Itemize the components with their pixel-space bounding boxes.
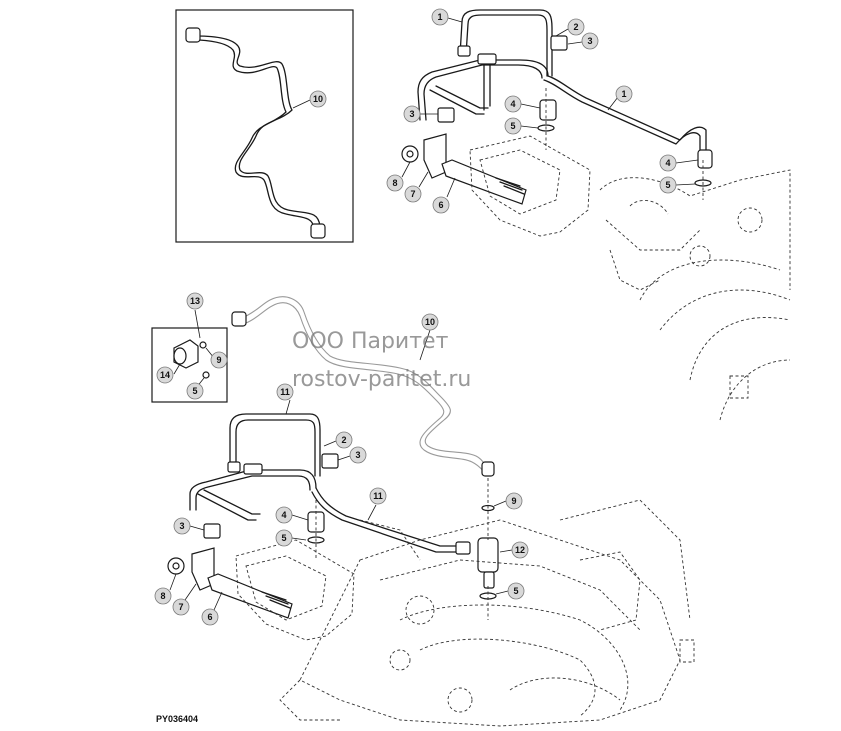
callout-5-top: 5	[504, 117, 522, 135]
callout-3-bottom-right: 3	[349, 446, 367, 464]
watermark-line-1: ООО Паритет	[292, 329, 449, 354]
callout-5-inset: 5	[186, 382, 204, 400]
svg-text:5: 5	[192, 386, 197, 396]
callout-12: 12	[511, 541, 529, 559]
inset-pipe-10	[175, 9, 354, 243]
callout-5-bottom: 5	[275, 529, 293, 547]
callout-8-bottom: 8	[154, 587, 172, 605]
svg-text:4: 4	[510, 99, 515, 109]
callout-4-top-right: 4	[659, 154, 677, 172]
callout-8-top: 8	[386, 174, 404, 192]
callout-11-top: 11	[276, 383, 294, 401]
svg-text:6: 6	[438, 200, 443, 210]
svg-text:8: 8	[392, 178, 397, 188]
svg-text:7: 7	[410, 189, 415, 199]
callout-3-top-right: 3	[581, 32, 599, 50]
callout-7-top: 7	[404, 185, 422, 203]
callout-10-bottom: 10	[421, 313, 439, 331]
bottom-ghost-pipe-10	[231, 296, 495, 477]
svg-text:5: 5	[665, 180, 670, 190]
callout-2-top: 2	[567, 18, 585, 36]
svg-text:11: 11	[373, 491, 383, 501]
svg-text:8: 8	[160, 591, 165, 601]
watermark-line-2: rostov-paritet.ru	[292, 367, 471, 392]
bottom-pipe-assembly	[167, 413, 499, 620]
svg-text:3: 3	[355, 450, 360, 460]
callout-14: 14	[156, 366, 174, 384]
callout-6-top: 6	[432, 196, 450, 214]
svg-text:4: 4	[281, 510, 286, 520]
callout-4-top: 4	[504, 95, 522, 113]
svg-text:14: 14	[160, 370, 170, 380]
callout-13: 13	[186, 292, 204, 310]
svg-text:3: 3	[179, 521, 184, 531]
svg-text:1: 1	[621, 89, 626, 99]
callout-2-bottom: 2	[335, 431, 353, 449]
callout-5-bottom-right: 5	[507, 582, 525, 600]
callout-7-bottom: 7	[172, 598, 190, 616]
svg-text:2: 2	[573, 22, 578, 32]
svg-text:5: 5	[510, 121, 515, 131]
callout-3-top-left: 3	[403, 105, 421, 123]
top-housing-outline	[469, 135, 791, 421]
svg-text:10: 10	[425, 317, 435, 327]
svg-text:5: 5	[513, 586, 518, 596]
svg-text:12: 12	[515, 545, 525, 555]
svg-text:2: 2	[341, 435, 346, 445]
callout-3-bottom-left: 3	[173, 517, 191, 535]
svg-text:3: 3	[409, 109, 414, 119]
callout-1-top-left: 1	[431, 8, 449, 26]
svg-text:3: 3	[587, 36, 592, 46]
svg-text:7: 7	[178, 602, 183, 612]
svg-text:1: 1	[437, 12, 442, 22]
callout-1-top-right: 1	[615, 85, 633, 103]
svg-text:10: 10	[313, 94, 323, 104]
callout-11-bottom: 11	[369, 487, 387, 505]
callout-4-bottom: 4	[275, 506, 293, 524]
watermark: ООО Паритет rostov-paritet.ru	[292, 329, 471, 392]
top-pipe-assembly	[401, 9, 713, 205]
svg-text:9: 9	[511, 496, 516, 506]
callout-5-top-right: 5	[659, 176, 677, 194]
callout-6-bottom: 6	[201, 608, 219, 626]
callout-9-inset: 9	[210, 351, 228, 369]
svg-text:6: 6	[207, 612, 212, 622]
callout-10-inset: 10	[309, 90, 327, 108]
svg-text:4: 4	[665, 158, 670, 168]
callout-9-bottom: 9	[505, 492, 523, 510]
figure-code: PY036404	[156, 714, 198, 724]
bottom-housing-outline	[235, 499, 695, 727]
svg-text:13: 13	[190, 296, 200, 306]
svg-text:5: 5	[281, 533, 286, 543]
svg-text:11: 11	[280, 387, 290, 397]
svg-text:9: 9	[216, 355, 221, 365]
